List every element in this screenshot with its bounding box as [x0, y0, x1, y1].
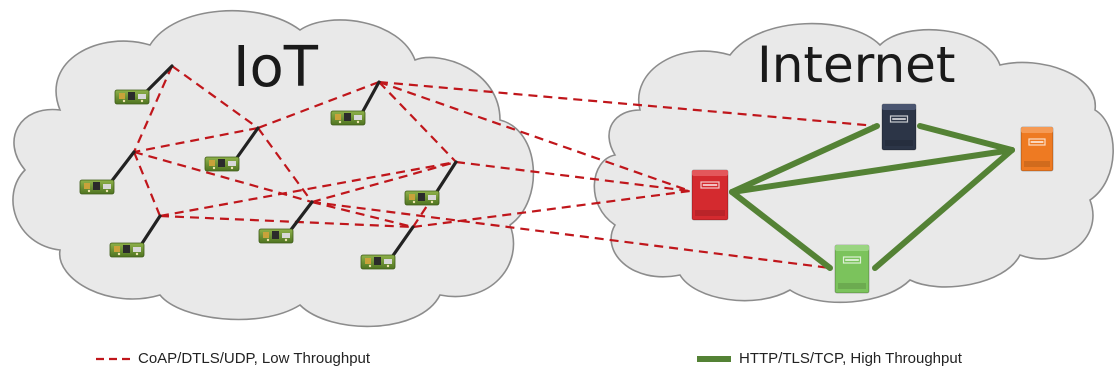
low-throughput-link	[311, 200, 831, 270]
low-throughput-link	[133, 126, 259, 154]
server-green-icon	[834, 244, 870, 294]
iot-sensor-nodes	[79, 64, 458, 270]
sensor-node	[404, 160, 458, 206]
sensor-board-icon	[404, 190, 440, 206]
low-throughput-link	[257, 80, 380, 130]
dashed-line-icon	[96, 357, 130, 360]
high-throughput-link	[872, 147, 1015, 271]
high-throughput-link	[729, 147, 1015, 195]
antenna-icon	[434, 160, 458, 195]
legend-low-throughput-label: CoAP/DTLS/UDP, Low Throughput	[138, 350, 371, 367]
high-throughput-link	[729, 189, 833, 271]
sensor-node	[360, 225, 415, 270]
antenna-icon	[234, 126, 260, 161]
antenna-icon	[109, 150, 136, 184]
sensor-board-icon	[360, 254, 396, 270]
internet-cloud-label: Internet	[757, 36, 956, 94]
sensor-board-icon	[258, 228, 294, 244]
low-throughput-link	[378, 80, 878, 128]
sensor-board-icon	[114, 89, 150, 105]
low-throughput-link	[311, 160, 457, 204]
low-throughput-link	[378, 80, 691, 193]
sensor-node	[258, 200, 314, 244]
high-throughput-link	[917, 123, 1015, 153]
sensor-node	[79, 150, 136, 195]
antenna-icon	[360, 80, 381, 115]
low-throughput-link	[132, 151, 162, 217]
sensor-board-icon	[109, 242, 145, 258]
low-throughput-link	[159, 160, 457, 218]
legend-high-throughput-label: HTTP/TLS/TCP, High Throughput	[739, 350, 962, 367]
sensor-board-icon	[330, 110, 366, 126]
internet-cloud	[593, 22, 1114, 304]
sensor-node	[109, 214, 162, 258]
server-navy-icon	[881, 103, 917, 151]
sensor-node	[204, 126, 260, 172]
legend-low-throughput: CoAP/DTLS/UDP, Low Throughput	[96, 350, 370, 367]
sensor-board-icon	[79, 179, 115, 195]
sensor-board-icon	[204, 156, 240, 172]
low-throughput-link	[132, 65, 174, 153]
antenna-icon	[139, 214, 162, 247]
low-throughput-link	[159, 214, 414, 229]
legend-high-throughput: HTTP/TLS/TCP, High Throughput	[697, 350, 962, 367]
server-red-icon	[691, 169, 729, 221]
sensor-node	[114, 64, 174, 105]
low-throughput-link	[171, 65, 259, 129]
iot-cloud-label: IoT	[233, 35, 318, 100]
low-throughput-link	[455, 160, 691, 193]
low-throughput-link	[378, 81, 457, 163]
server-orange-icon	[1020, 126, 1054, 172]
high-throughput-link	[729, 123, 880, 195]
antenna-icon	[390, 225, 415, 259]
solid-line-icon	[697, 355, 731, 362]
antenna-icon	[144, 64, 174, 94]
low-throughput-link	[257, 127, 313, 203]
sensor-node	[330, 80, 381, 126]
low-throughput-link	[412, 189, 691, 229]
low-throughput-link	[311, 200, 414, 229]
internet-servers	[691, 103, 1054, 294]
high-throughput-links	[729, 123, 1015, 271]
antenna-icon	[288, 200, 314, 233]
